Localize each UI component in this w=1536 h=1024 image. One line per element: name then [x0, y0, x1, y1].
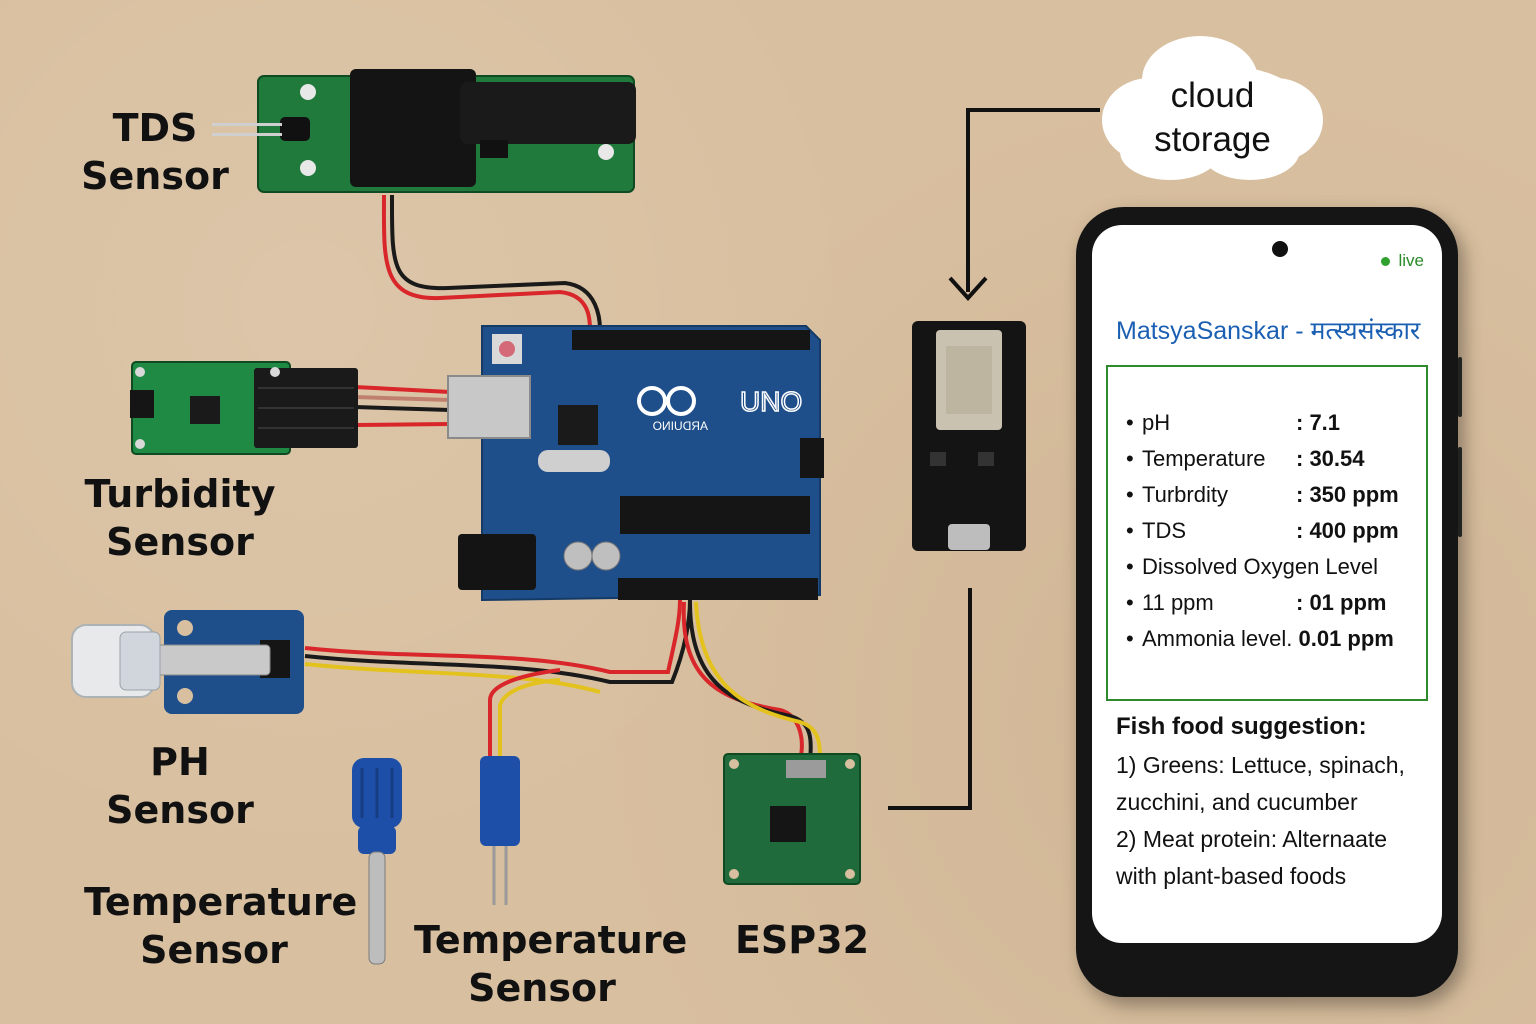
turbidity-sensor-label: Turbidity Sensor	[80, 470, 280, 566]
esp32-devboard	[912, 321, 1026, 551]
food-line: with plant-based foods	[1116, 863, 1347, 889]
turbidity-label-line-1: Turbidity	[84, 472, 276, 516]
reading-name: Temperature	[1142, 446, 1266, 471]
temp-left-label-line-1: Temperature	[84, 880, 358, 924]
turbidity-sensor	[130, 361, 358, 455]
front-camera	[1272, 241, 1288, 257]
reading-item: Turbrdity : 350 ppm	[1126, 477, 1426, 513]
ph-label-line-2: Sensor	[106, 788, 254, 832]
temp-wires	[488, 668, 561, 758]
temperature-sensor-label-mid: Temperature Sensor	[414, 916, 688, 1012]
ph-sensor-label: PH Sensor	[100, 738, 260, 834]
reading-value: : 350 ppm	[1296, 482, 1399, 507]
food-line: zucchini, and cucumber	[1116, 789, 1358, 815]
reading-name: 11 ppm	[1142, 590, 1214, 615]
reading-name: Dissolved Oxygen Level	[1142, 554, 1379, 579]
tds-label-line-2: Sensor	[81, 154, 229, 198]
live-indicator-dot	[1381, 257, 1391, 267]
reading-value: : 7.1	[1296, 410, 1341, 435]
phone-screen: live MatsyaSanskar - मत्स्यसंस्कार pH : 7…	[1092, 225, 1442, 943]
arduino-uno-board: UNO ARDUINO	[447, 325, 824, 602]
live-text: live	[1398, 251, 1424, 270]
uno-text: UNO	[740, 386, 802, 417]
reading-item: TDS : 400 ppm	[1126, 513, 1426, 549]
reading-name: Ammonia level.	[1142, 626, 1293, 651]
reading-name: pH	[1142, 410, 1171, 435]
cloud-storage-label: cloud storage	[1130, 74, 1295, 162]
data-flow-lines	[888, 108, 1100, 810]
reading-value: : 400 ppm	[1296, 518, 1399, 543]
fish-food-suggestion: Fish food suggestion: 1) Greens: Lettuce…	[1116, 713, 1436, 895]
tds-sensor	[212, 69, 636, 193]
reading-item: Ammonia level. 0.01 ppm	[1126, 621, 1426, 657]
food-line: 2) Meat protein: Alternaate	[1116, 826, 1388, 852]
turbidity-wires	[354, 385, 451, 427]
ph-wires	[304, 599, 692, 694]
reading-value: : 01 ppm	[1296, 590, 1387, 615]
ph-sensor	[71, 610, 304, 714]
temp-mid-label-line-1: Temperature	[414, 918, 688, 962]
cloud-line-2: storage	[1154, 120, 1271, 159]
reading-value: 0.01 ppm	[1292, 626, 1394, 651]
reading-name: Turbrdity	[1142, 482, 1228, 507]
volume-button	[1458, 357, 1462, 417]
reading-item: 11 ppm : 01 ppm	[1126, 585, 1426, 621]
tds-label-line-1: TDS	[112, 106, 198, 150]
esp32-label: ESP32	[734, 918, 870, 962]
ph-label-line-1: PH	[150, 740, 210, 784]
tds-sensor-label: TDS Sensor	[80, 104, 230, 200]
cloud-line-1: cloud	[1170, 76, 1255, 115]
reading-name: TDS	[1142, 518, 1186, 543]
turbidity-label-line-2: Sensor	[106, 520, 254, 564]
esp32-wires	[681, 601, 822, 761]
sensor-readings-panel: pH : 7.1Temperature : 30.54Turbrdity : 350 …	[1106, 365, 1428, 701]
arduino-mirrored-text: ARDUINO	[653, 419, 708, 433]
cloud-shape	[1102, 36, 1323, 180]
temperature-sensor-label-left: Temperature Sensor	[84, 878, 358, 974]
reading-item: Dissolved Oxygen Level	[1126, 549, 1426, 585]
power-button	[1458, 447, 1462, 537]
tds-wires	[381, 194, 602, 331]
app-title: MatsyaSanskar - मत्स्यसंस्कार	[1116, 317, 1421, 345]
temperature-probe-mid	[480, 756, 520, 905]
temperature-probe-left	[352, 758, 402, 965]
smartphone: live MatsyaSanskar - मत्स्यसंस्कार pH : 7…	[1076, 207, 1462, 997]
reading-item: pH : 7.1	[1126, 405, 1426, 441]
live-status: live	[1381, 251, 1424, 271]
temp-mid-label-line-2: Sensor	[468, 966, 616, 1010]
food-line: 1) Greens: Lettuce, spinach,	[1116, 752, 1405, 778]
readings-list: pH : 7.1Temperature : 30.54Turbrdity : 350 …	[1108, 367, 1426, 657]
esp32-module	[723, 753, 861, 885]
reading-value: : 30.54	[1296, 446, 1365, 471]
temp-left-label-line-2: Sensor	[140, 928, 288, 972]
food-suggestion-title: Fish food suggestion:	[1116, 713, 1367, 740]
reading-item: Temperature : 30.54	[1126, 441, 1426, 477]
